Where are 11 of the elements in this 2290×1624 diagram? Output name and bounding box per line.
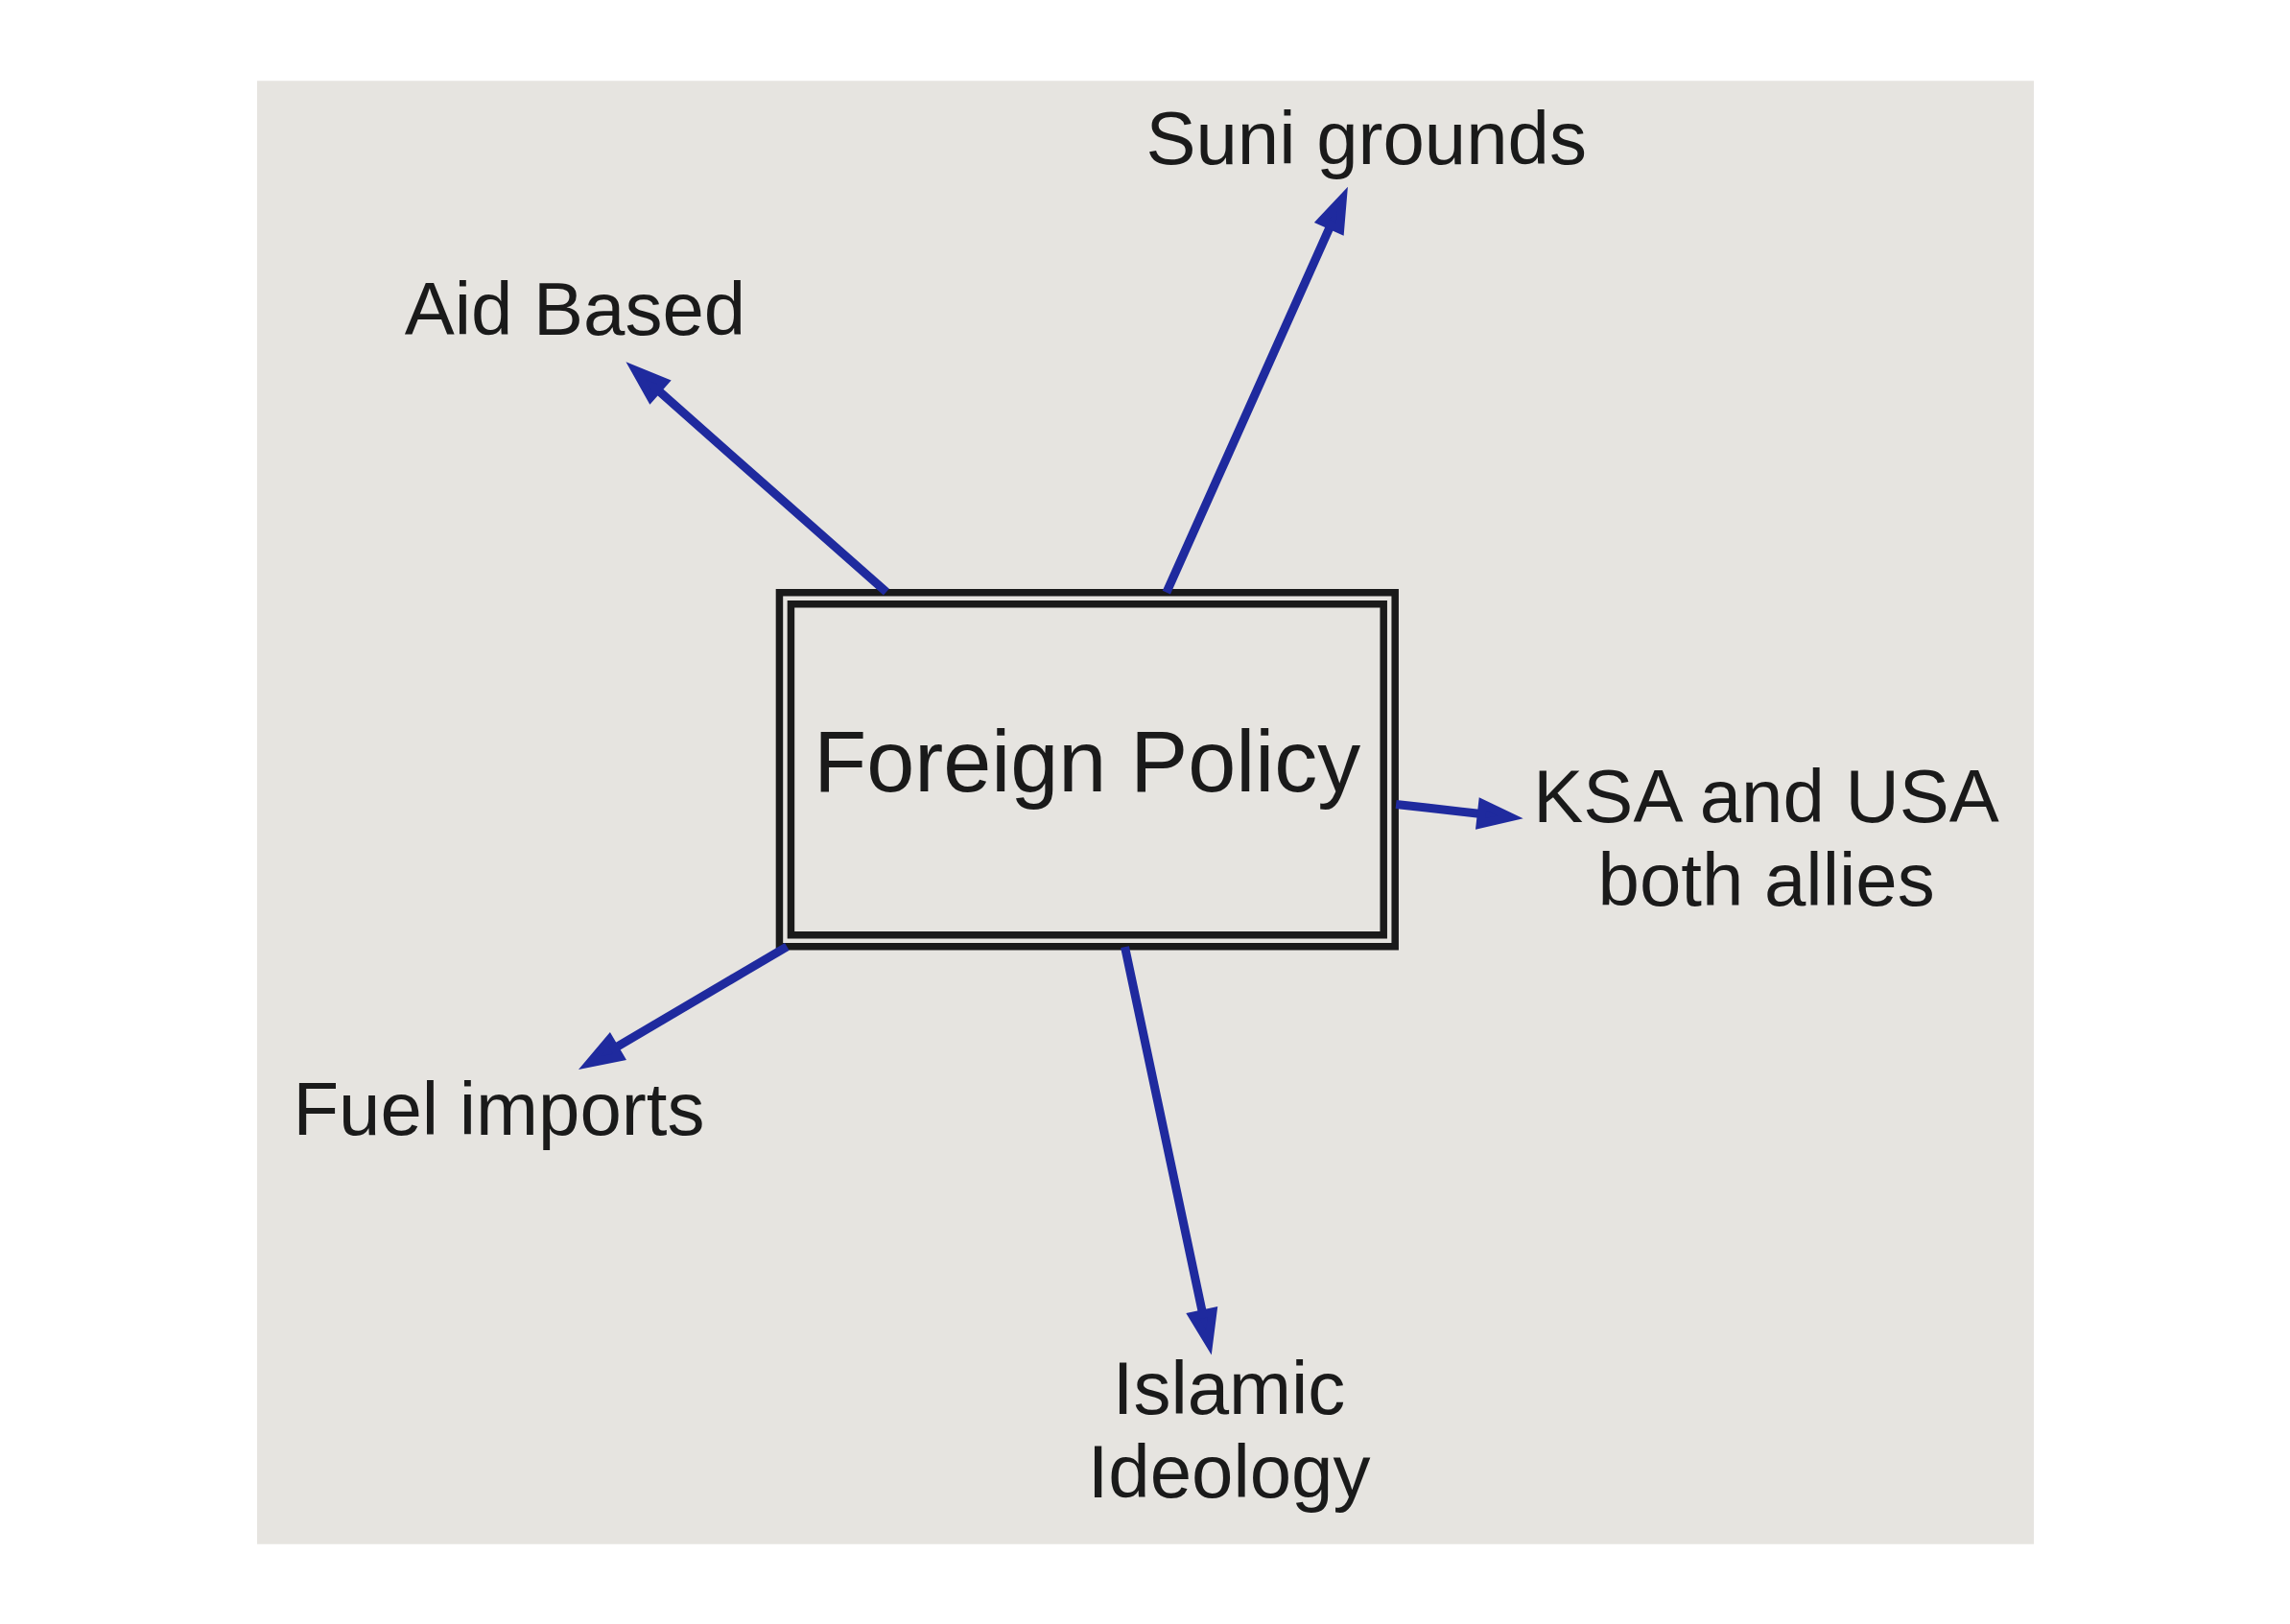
arrow (625, 361, 889, 596)
node-text: Islamic Ideology (1087, 1345, 1370, 1514)
node-text: Suni grounds (1145, 95, 1587, 180)
node-text: KSA and USA both allies (1532, 753, 1999, 922)
node-box: Foreign Policy (775, 588, 1399, 950)
arrow (1395, 796, 1523, 830)
arrow (578, 942, 790, 1070)
arrow (1162, 186, 1348, 594)
arrow (1120, 945, 1217, 1355)
node-text: Fuel imports (292, 1066, 704, 1151)
node-text: Aid Based (404, 266, 745, 351)
